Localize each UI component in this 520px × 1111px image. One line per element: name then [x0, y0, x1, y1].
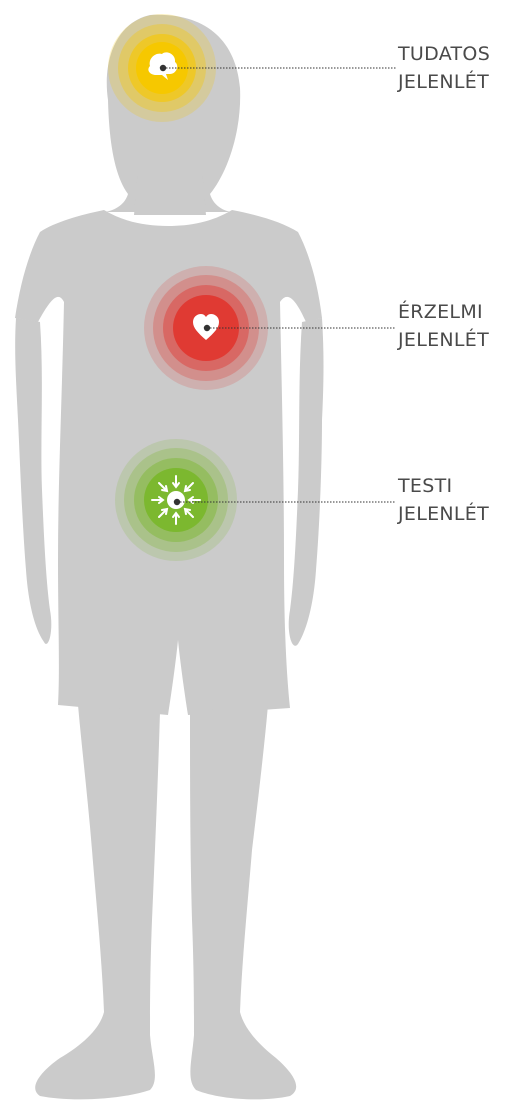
leader-dot-physical [174, 499, 180, 505]
label-physical-line1: TESTI [398, 472, 489, 500]
label-emotional-line1: ÉRZELMI [398, 298, 489, 326]
label-mental-line2: JELENLÉT [398, 68, 490, 96]
right-leg-silhouette [190, 705, 296, 1099]
label-mental-presence: TUDATOS JELENLÉT [398, 40, 490, 96]
label-physical-presence: TESTI JELENLÉT [398, 472, 489, 528]
left-arm-silhouette [15, 318, 51, 644]
label-emotional-presence: ÉRZELMI JELENLÉT [398, 298, 489, 354]
left-leg-silhouette [35, 705, 160, 1099]
leader-dot-emotional [204, 325, 210, 331]
right-arm-silhouette [289, 318, 324, 646]
label-physical-line2: JELENLÉT [398, 500, 489, 528]
label-mental-line1: TUDATOS [398, 40, 490, 68]
neck-silhouette [134, 170, 206, 215]
label-emotional-line2: JELENLÉT [398, 326, 489, 354]
leader-dot-mental [160, 65, 166, 71]
